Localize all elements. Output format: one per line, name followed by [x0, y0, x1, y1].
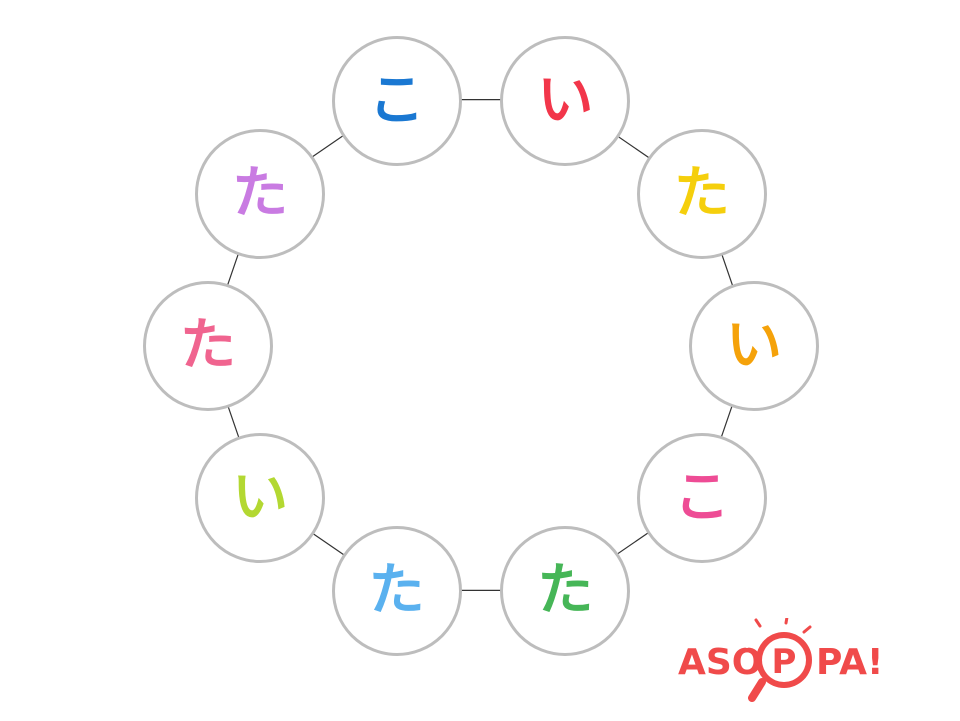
syllable-char: い	[232, 464, 289, 530]
syllable-circle-6[interactable]: た	[500, 526, 631, 657]
syllable-char: た	[180, 313, 236, 378]
syllable-char: い	[726, 313, 782, 378]
asoppa-logo: ASO P PA!	[678, 618, 883, 702]
logo-text-pa: PA!	[816, 642, 883, 683]
syllable-circle-8[interactable]: い	[195, 432, 326, 563]
syllable-char: た	[232, 161, 289, 227]
magnifier-icon: P	[748, 618, 812, 702]
syllable-char: た	[368, 558, 425, 624]
syllable-char: こ	[368, 67, 425, 133]
syllable-char: た	[673, 161, 730, 227]
syllable-circle-5[interactable]: こ	[636, 432, 767, 563]
syllable-circle-2[interactable]: い	[500, 35, 631, 166]
syllable-circle-4[interactable]: い	[689, 281, 819, 411]
logo-text-aso: ASO	[678, 642, 762, 683]
syllable-char: た	[537, 558, 594, 624]
syllable-char: い	[537, 67, 594, 133]
syllable-circle-3[interactable]: た	[636, 129, 767, 260]
syllable-circle-1[interactable]: こ	[331, 35, 462, 166]
syllable-char: こ	[673, 464, 730, 530]
logo-text-p: P	[772, 642, 797, 682]
syllable-circle-7[interactable]: た	[331, 526, 462, 657]
logo-face-icon	[738, 644, 749, 648]
syllable-circle-10[interactable]: た	[195, 129, 326, 260]
syllable-circle-9[interactable]: た	[143, 281, 273, 411]
